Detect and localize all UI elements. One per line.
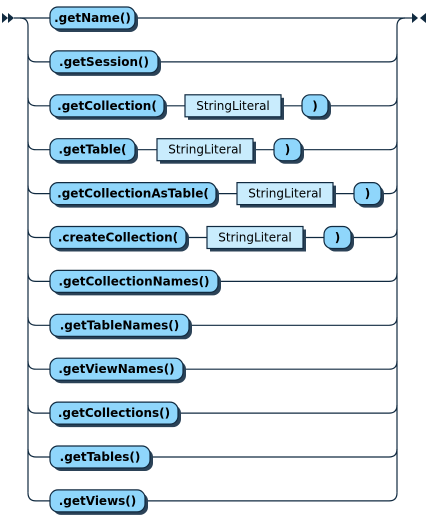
node-box	[206, 225, 304, 250]
terminal-label: )	[312, 99, 317, 113]
end-arrow-icon	[420, 13, 426, 23]
nonterminal-node: StringLiteral	[156, 138, 256, 164]
terminal-label: .getViewNames()	[58, 362, 174, 376]
end-arrow-icon	[412, 13, 418, 23]
terminal-node: .getViewNames()	[49, 357, 186, 384]
node-box	[353, 182, 382, 206]
terminal-node: .getTableNames()	[49, 313, 192, 340]
terminal-label: )	[335, 231, 340, 245]
node-box	[323, 225, 352, 250]
start-arrow-icon	[2, 13, 8, 23]
alternative-row: .getViews()	[49, 489, 148, 515]
node-box	[273, 138, 302, 162]
node-box	[49, 182, 217, 206]
nonterminal-label: StringLiteral	[218, 231, 292, 245]
terminal-node: .getTable(	[49, 138, 138, 164]
railroad-nodes: .getName() .getSession() .getCollection( St…	[49, 6, 384, 515]
terminal-node: .getCollectionNames()	[49, 269, 221, 296]
node-box	[49, 401, 179, 425]
alternative-row: .getCollectionAsTable( StringLiteral)	[49, 182, 384, 208]
node-box	[49, 225, 187, 250]
nonterminal-node: StringLiteral	[206, 225, 306, 252]
terminal-node: )	[273, 138, 304, 164]
alternative-row: .getCollection( StringLiteral)	[49, 94, 331, 120]
alternative-row: .getCollectionNames()	[49, 269, 221, 296]
terminal-label: .getTableNames()	[60, 318, 180, 332]
node-box	[49, 269, 219, 293]
alternative-row: .getCollections()	[49, 401, 181, 428]
node-box	[49, 445, 151, 469]
terminal-node: .getCollections()	[49, 401, 181, 428]
node-box	[49, 50, 159, 74]
node-box	[236, 182, 334, 206]
node-box	[156, 138, 254, 162]
terminal-node: .getCollectionAsTable(	[49, 182, 219, 208]
terminal-node: .getViews()	[49, 489, 148, 515]
nonterminal-label: StringLiteral	[196, 99, 270, 113]
nonterminal-node: StringLiteral	[236, 182, 336, 208]
terminal-label: .getCollectionNames()	[58, 274, 209, 288]
terminal-label: .createCollection(	[58, 231, 178, 245]
node-box	[49, 313, 190, 337]
alternative-row: .getSession()	[49, 50, 161, 76]
end-marker-icon	[412, 13, 426, 23]
node-box	[49, 94, 165, 118]
terminal-label: .getTables()	[60, 450, 141, 464]
node-box	[49, 138, 136, 162]
terminal-label: .getCollections()	[58, 406, 170, 420]
terminal-node: .getTables()	[49, 445, 153, 471]
nonterminal-label: StringLiteral	[248, 187, 322, 201]
terminal-label: .getName()	[54, 11, 131, 25]
node-box	[49, 489, 146, 513]
start-arrow-icon	[8, 13, 14, 23]
alternative-row: .createCollection( StringLiteral)	[49, 225, 354, 252]
nonterminal-node: StringLiteral	[184, 94, 284, 120]
terminal-node: )	[353, 182, 384, 208]
terminal-label: )	[365, 187, 370, 201]
node-box	[301, 94, 329, 118]
terminal-label: .getSession()	[59, 55, 149, 69]
terminal-node: )	[323, 225, 354, 252]
alternative-row: .getTables()	[49, 445, 153, 471]
terminal-node: .getName()	[49, 6, 138, 32]
node-box	[49, 357, 184, 381]
terminal-label: .getTable(	[58, 143, 126, 157]
node-box	[49, 6, 136, 30]
terminal-node: .createCollection(	[49, 225, 189, 252]
terminal-label: .getCollection(	[57, 99, 157, 113]
alternative-row: .getName()	[49, 6, 138, 32]
terminal-node: .getCollection(	[49, 94, 167, 120]
nonterminal-label: StringLiteral	[168, 143, 242, 157]
terminal-node: .getSession()	[49, 50, 161, 76]
node-box	[184, 94, 282, 118]
terminal-label: )	[285, 143, 290, 157]
terminal-label: .getViews()	[59, 494, 137, 508]
alternative-row: .getTable( StringLiteral)	[49, 138, 304, 164]
start-marker-icon	[2, 13, 14, 23]
terminal-label: .getCollectionAsTable(	[57, 187, 209, 201]
terminal-node: )	[301, 94, 331, 120]
railroad-tracks	[14, 17, 412, 502]
alternative-row: .getViewNames()	[49, 357, 186, 384]
alternative-row: .getTableNames()	[49, 313, 192, 340]
